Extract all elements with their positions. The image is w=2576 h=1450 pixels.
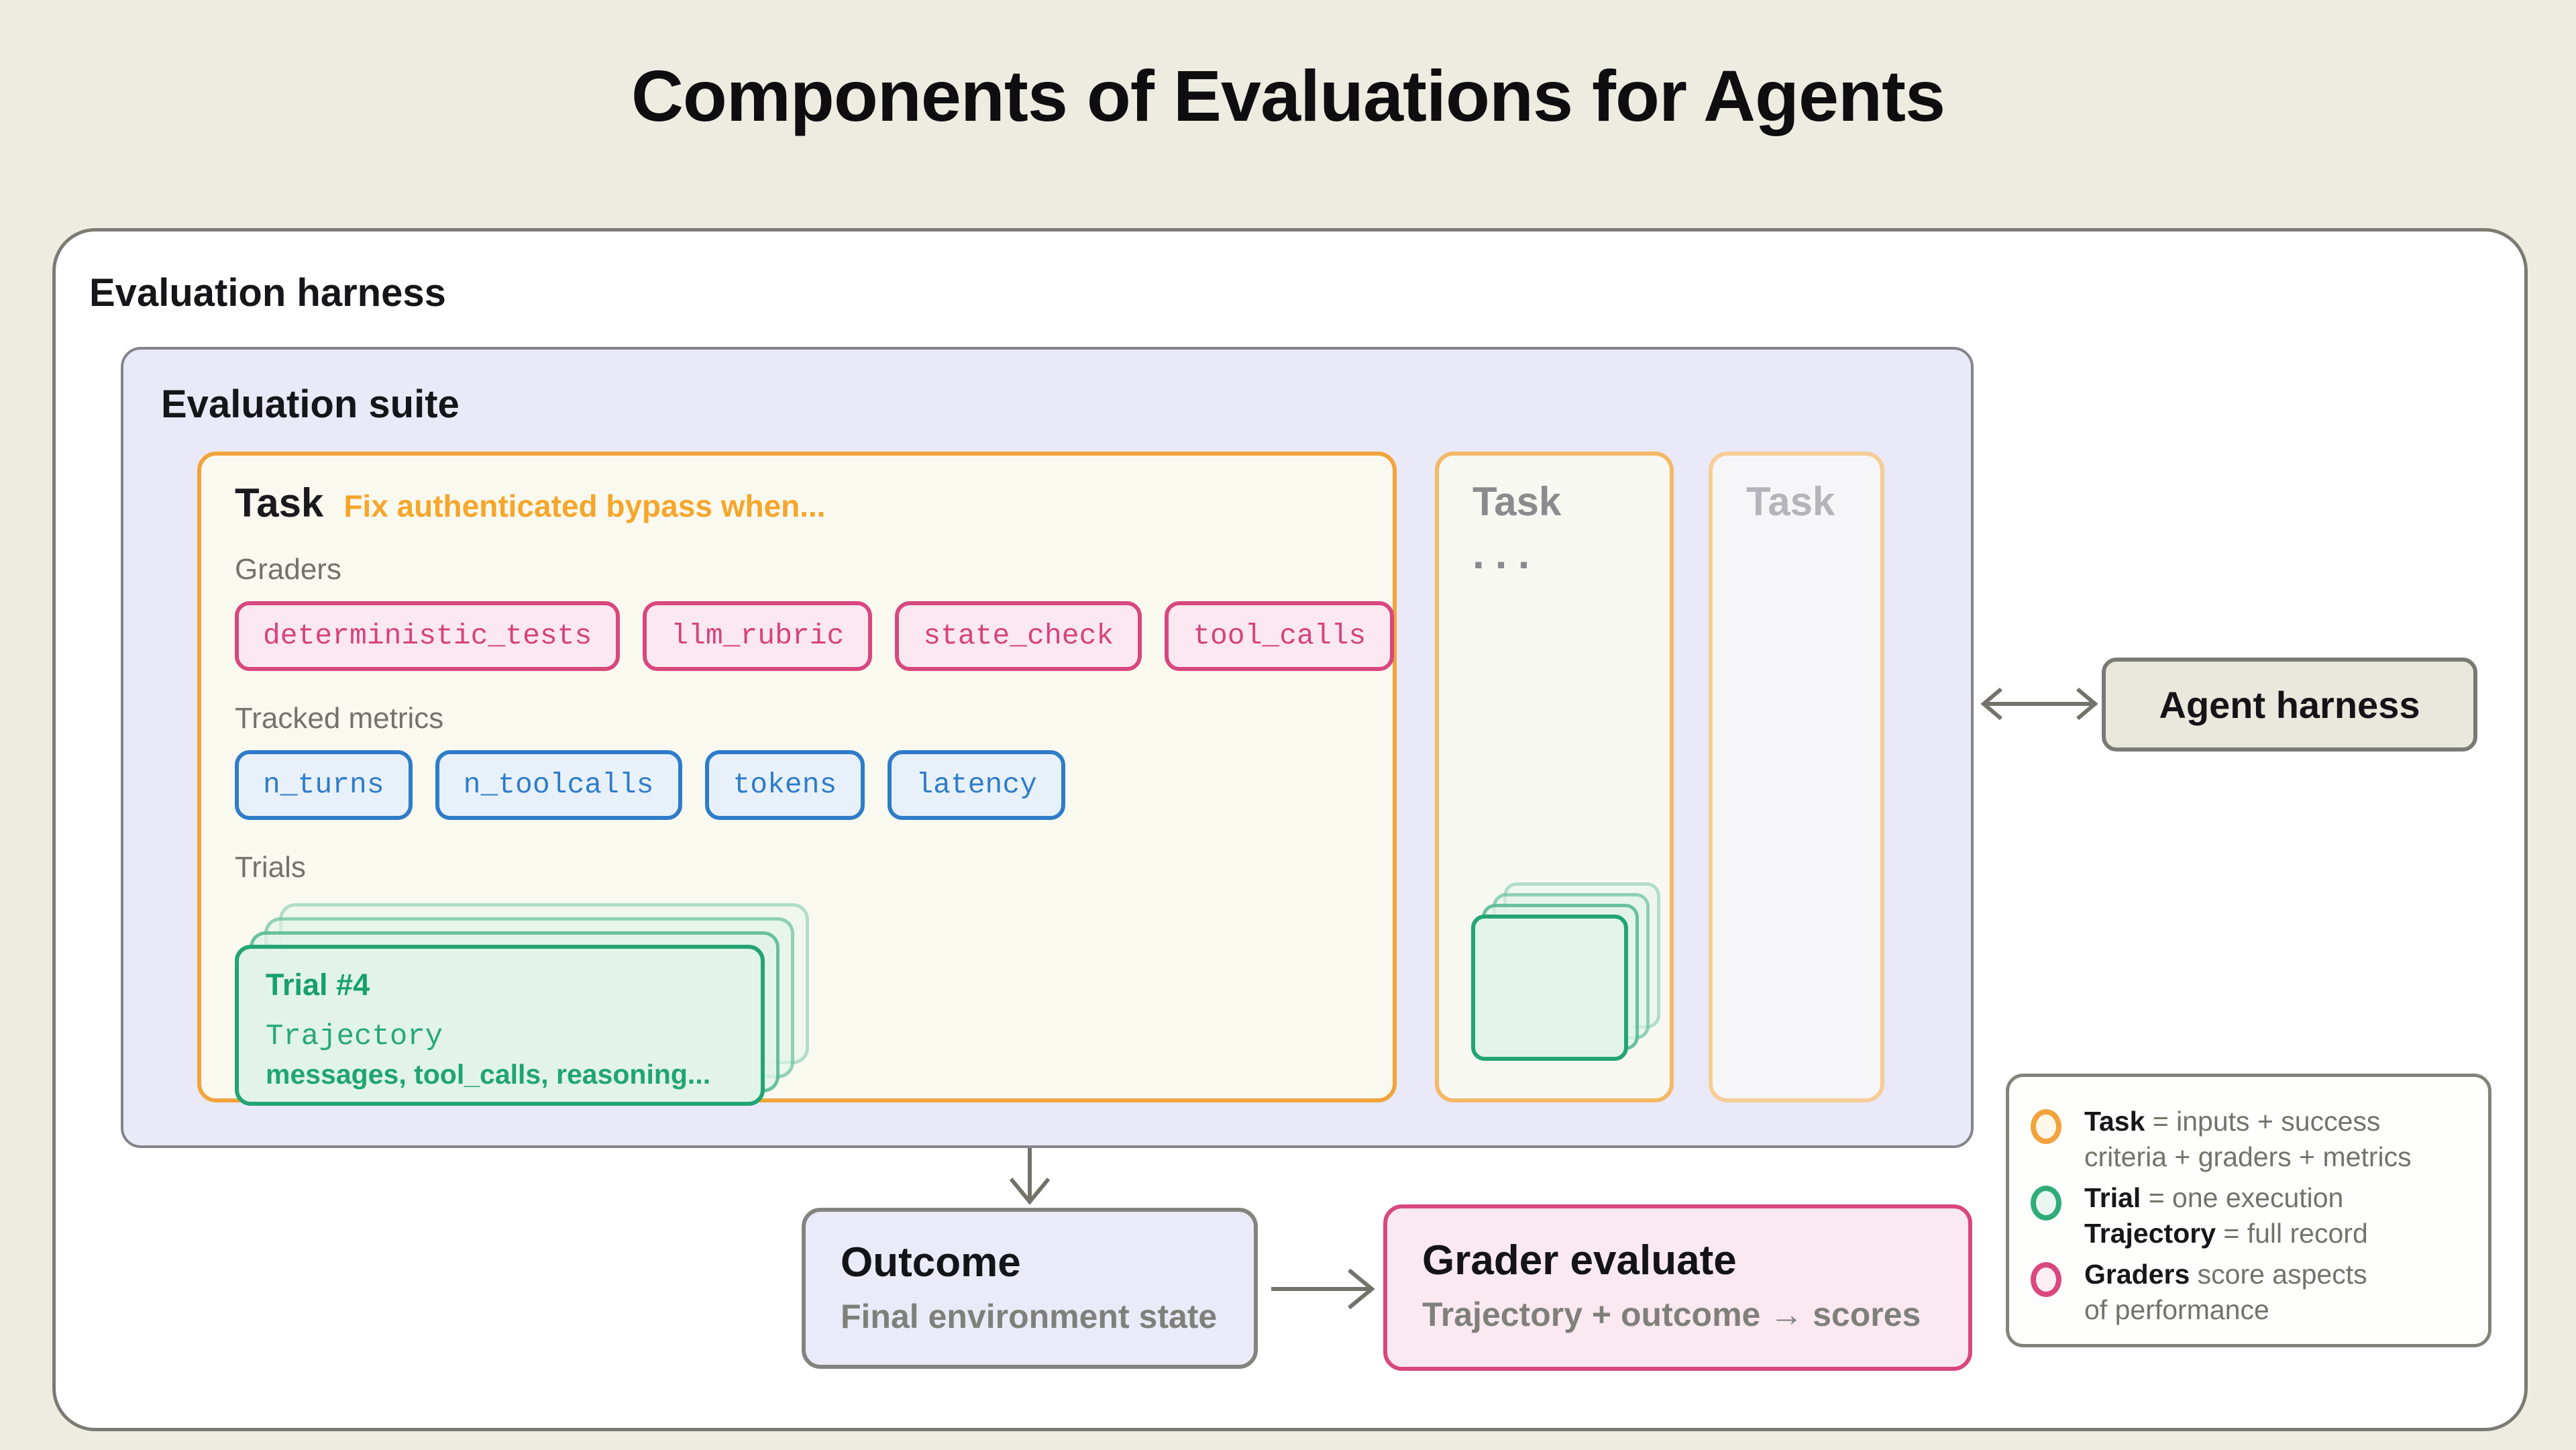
trial-title: Trial #4 xyxy=(266,968,370,1002)
evaluation-suite-label: Evaluation suite xyxy=(161,382,460,426)
grader-evaluate-box: Grader evaluate Trajectory + outcome → s… xyxy=(1383,1204,1972,1371)
trial-card: Trial #4 Trajectory messages, tool_calls… xyxy=(235,945,765,1106)
outcome-title: Outcome xyxy=(841,1239,1021,1286)
graders-section-label: Graders xyxy=(235,553,341,586)
task-title: Task xyxy=(235,480,324,525)
metric-pill: latency xyxy=(888,750,1065,820)
grader-pill: llm_rubric xyxy=(643,601,873,671)
task-description: Fix authenticated bypass when... xyxy=(343,488,826,523)
grader-pill: state_check xyxy=(895,601,1142,671)
grader-pill: tool_calls xyxy=(1165,601,1395,671)
agent-harness-label: Agent harness xyxy=(2159,683,2420,726)
ellipsis-dots: ... xyxy=(1472,529,1541,578)
grader-evaluate-subtitle: Trajectory + outcome → scores xyxy=(1422,1296,1921,1333)
metric-pill: tokens xyxy=(704,750,865,820)
down-arrow xyxy=(989,1148,1070,1207)
trial-mini-stack xyxy=(1471,882,1672,1061)
metrics-pill-row: n_turns n_toolcalls tokens latency xyxy=(235,750,1359,820)
right-arrow xyxy=(1271,1259,1379,1318)
trials-section-label: Trials xyxy=(235,851,306,884)
trial-card-stack: Trial #4 Trajectory messages, tool_calls… xyxy=(235,903,818,1106)
legend-item-trial: Trial = one execution Trajectory = full … xyxy=(2031,1180,2468,1251)
trial-legend-circle-icon xyxy=(2031,1186,2061,1221)
trial-trajectory-label: Trajectory xyxy=(266,1020,443,1053)
legend-text: Trial = one execution Trajectory = full … xyxy=(2084,1182,2368,1249)
legend-item-task: Task = inputs + success criteria + grade… xyxy=(2031,1104,2468,1175)
outcome-box: Outcome Final environment state xyxy=(802,1208,1258,1369)
graders-legend-circle-icon xyxy=(2031,1262,2061,1297)
graders-pill-row: deterministic_tests llm_rubric state_che… xyxy=(235,601,1395,671)
bidirectional-arrow xyxy=(1976,682,2103,725)
evaluation-harness-box: Evaluation harness Evaluation suite Task… xyxy=(52,228,2528,1431)
task-heading-row: Task Fix authenticated bypass when... xyxy=(235,480,1359,526)
agent-harness-box: Agent harness xyxy=(2102,658,2477,752)
metric-pill: n_toolcalls xyxy=(435,750,682,820)
legend-item-graders: Graders score aspects of performance xyxy=(2031,1257,2468,1328)
grader-pill: deterministic_tests xyxy=(235,601,621,671)
task-legend-circle-icon xyxy=(2031,1109,2061,1144)
trial-card-mini xyxy=(1471,915,1628,1061)
evaluation-harness-label: Evaluation harness xyxy=(89,271,446,315)
legend-text: Graders score aspects of performance xyxy=(2084,1259,2367,1325)
outcome-subtitle: Final environment state xyxy=(841,1298,1218,1335)
task-title: Task xyxy=(1746,479,1835,524)
grader-evaluate-title: Grader evaluate xyxy=(1422,1237,1737,1284)
evaluation-suite-box: Evaluation suite Task Fix authenticated … xyxy=(121,347,1974,1148)
page-title: Components of Evaluations for Agents xyxy=(631,55,1945,136)
legend-text: Task = inputs + success criteria + grade… xyxy=(2084,1106,2412,1172)
metrics-section-label: Tracked metrics xyxy=(235,702,444,735)
task-card-tertiary: Task xyxy=(1709,452,1884,1102)
legend-box: Task = inputs + success criteria + grade… xyxy=(2006,1074,2491,1347)
metric-pill: n_turns xyxy=(235,750,413,820)
task-title: Task xyxy=(1472,479,1562,524)
trial-contents: messages, tool_calls, reasoning... xyxy=(266,1059,711,1090)
task-card-secondary: Task ... xyxy=(1435,452,1674,1102)
task-card-primary: Task Fix authenticated bypass when... Gr… xyxy=(197,452,1397,1106)
